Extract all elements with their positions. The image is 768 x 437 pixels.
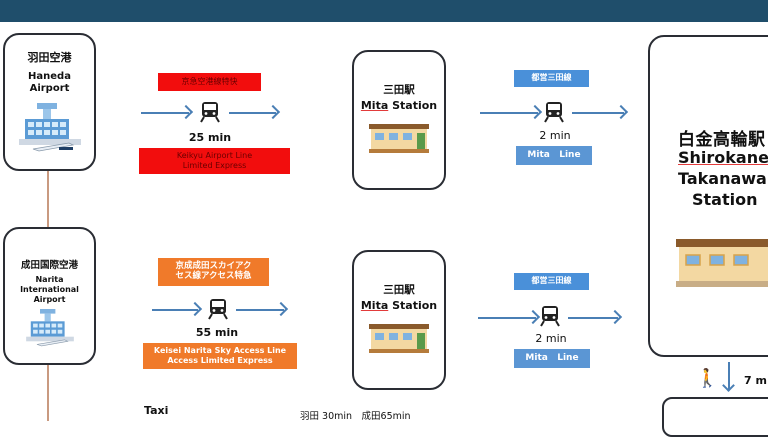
mita-line-label-ja: 都営三田線: [514, 70, 589, 87]
train-icon: [208, 299, 228, 320]
route2-arrow-right: [236, 309, 284, 311]
mita-station-name-en: Mita Station: [360, 99, 438, 112]
mita-station-name-ja: 三田駅: [383, 284, 415, 296]
train-icon: [200, 102, 220, 123]
route1-time: 25 min: [188, 131, 232, 144]
walk-arrow: [728, 362, 730, 390]
mita-line-time: 2 min: [539, 129, 571, 142]
station-building-icon: [369, 324, 429, 353]
station-building-icon: [676, 239, 768, 287]
route1-line-label-ja: 京急空港線特快: [158, 73, 261, 91]
taxi-times: 羽田 30min 成田65min: [300, 411, 411, 422]
walking-person-icon: 🚶: [696, 368, 719, 389]
connector-line: [47, 170, 49, 228]
mita-line-label-ja: 都営三田線: [514, 273, 589, 290]
walk-time: 7 m: [744, 374, 767, 387]
header-bar: [0, 0, 768, 22]
taxi-label: Taxi: [144, 404, 169, 417]
mita-line-arrow-right: [568, 317, 618, 319]
mita-line-label-en: Mita Line: [514, 349, 590, 368]
haneda-name-ja: 羽田空港: [27, 51, 72, 64]
narita-name-ja: 成田国際空港: [20, 260, 78, 271]
mita-line-arrow-left: [480, 112, 538, 114]
mita-line-arrow-right: [572, 112, 624, 114]
airport-building-icon: [25, 309, 74, 347]
shirokane-name-en: Shirokane Takanawa Station: [678, 148, 768, 209]
mita-line-arrow-left: [478, 317, 536, 319]
mita-station-name-en: Mita Station: [360, 299, 438, 312]
mita-station-card: 三田駅 Mita Station: [352, 250, 446, 390]
mita-station-name-ja: 三田駅: [383, 84, 415, 96]
route2-line-label-ja: 京成成田スカイアクセス線アクセス特急: [158, 258, 269, 286]
station-building-icon: [369, 124, 429, 153]
shirokane-takanawa-station-card: 白金高輪駅 Shirokane Takanawa Station: [648, 35, 768, 357]
destination-card: [662, 397, 768, 437]
train-icon: [544, 102, 564, 123]
route1-arrow-right: [229, 112, 276, 114]
shirokane-name-ja: 白金高輪駅: [678, 130, 766, 150]
train-icon: [540, 306, 560, 327]
route1-arrow-left: [141, 112, 189, 114]
mita-station-card: 三田駅 Mita Station: [352, 50, 446, 190]
route2-arrow-left: [152, 309, 198, 311]
airport-building-icon: [18, 103, 81, 152]
mita-line-time: 2 min: [535, 332, 567, 345]
mita-line-label-en: Mita Line: [516, 146, 592, 165]
connector-line: [47, 364, 49, 421]
route2-time: 55 min: [195, 326, 239, 339]
